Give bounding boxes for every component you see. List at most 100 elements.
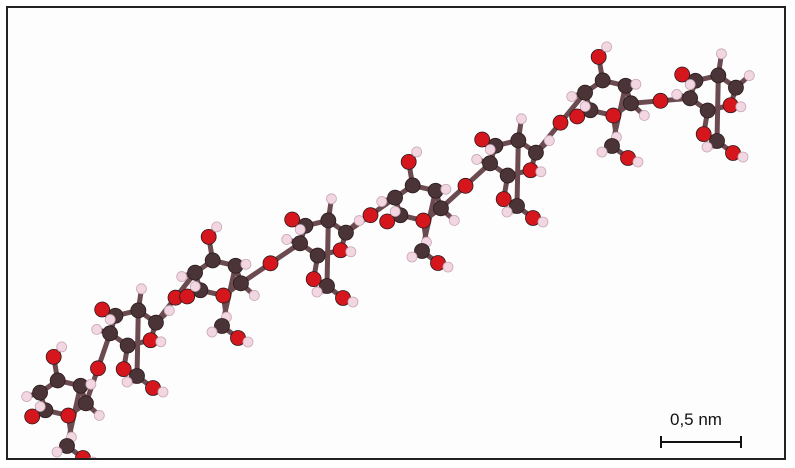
carbon-atom — [320, 212, 337, 229]
carbon-atom — [594, 72, 611, 89]
oxygen-atom — [75, 450, 91, 458]
hydrogen-atom — [448, 215, 460, 226]
carbon-atom — [509, 198, 525, 214]
carbon-atom — [148, 314, 164, 331]
carbon-atom — [233, 275, 249, 292]
bond — [324, 217, 331, 289]
carbon-atom — [510, 132, 527, 149]
hydrogen-atom — [311, 286, 323, 298]
hydrogen-atom — [51, 446, 63, 458]
carbon-atom — [204, 252, 221, 269]
oxygen-atom — [60, 407, 77, 424]
bond — [134, 307, 141, 379]
scale-bar — [660, 436, 742, 448]
figure-frame: 0,5 nm — [6, 6, 786, 460]
hydrogen-atom — [93, 410, 105, 421]
hydrogen-atom — [701, 141, 713, 153]
hydrogen-atom — [406, 251, 418, 263]
hydrogen-atom — [104, 314, 116, 325]
hydrogen-atom — [471, 154, 483, 165]
hydrogen-atom — [121, 376, 133, 388]
hydrogen-atom — [248, 290, 260, 301]
hydrogen-atom — [281, 234, 293, 245]
hydrogen-atom — [601, 41, 613, 53]
hydrogen-atom — [189, 281, 201, 292]
carbon-atom — [319, 278, 335, 294]
carbon-atom — [129, 368, 145, 384]
hydrogen-atom — [347, 296, 359, 308]
carbon-atom — [292, 235, 308, 252]
carbon-atom — [49, 372, 66, 389]
carbon-atom — [414, 243, 430, 259]
oxygen-atom — [115, 361, 132, 378]
carbon-atom — [32, 384, 48, 401]
hydrogen-atom — [411, 146, 423, 158]
hydrogen-atom — [566, 91, 578, 102]
oxygen-atom — [590, 48, 607, 65]
bond — [714, 72, 721, 144]
hydrogen-atom — [34, 401, 46, 412]
carbon-atom — [338, 224, 354, 241]
carbon-atom — [710, 67, 727, 84]
hydrogen-atom — [535, 166, 547, 178]
oxygen-atom — [24, 408, 41, 425]
hydrogen-atom — [157, 386, 169, 398]
oxygen-atom — [45, 348, 62, 365]
hydrogen-atom — [206, 326, 218, 338]
oxygen-atom — [200, 228, 217, 245]
hydrogen-atom — [684, 79, 696, 90]
hydrogen-atom — [440, 183, 452, 195]
carbon-atom — [682, 90, 698, 107]
carbon-atom — [387, 189, 403, 206]
hydrogen-atom — [353, 215, 365, 226]
carbon-atom — [404, 177, 421, 194]
hydrogen-atom — [579, 101, 591, 112]
oxygen-atom — [552, 114, 569, 131]
hydrogen-atom — [543, 135, 555, 146]
hydrogen-atom — [630, 78, 642, 90]
carbon-atom — [102, 325, 118, 342]
atom-layer — [21, 41, 755, 458]
hydrogen-atom — [484, 144, 496, 155]
carbon-atom — [709, 133, 725, 149]
oxygen-atom — [415, 212, 432, 229]
carbon-atom — [499, 167, 516, 184]
scale-bar-label: 0,5 nm — [670, 410, 722, 429]
hydrogen-atom — [89, 456, 97, 458]
oxygen-atom — [674, 66, 691, 83]
carbon-atom — [187, 264, 203, 281]
hydrogen-atom — [537, 216, 549, 228]
hydrogen-atom — [21, 391, 33, 402]
oxygen-atom — [474, 131, 491, 148]
carbon-atom — [214, 318, 230, 334]
carbon-atom — [728, 79, 744, 96]
carbon-atom — [699, 102, 716, 119]
oxygen-atom — [605, 107, 622, 124]
carbon-atom — [309, 247, 326, 264]
hydrogen-atom — [632, 156, 644, 168]
oxygen-atom — [262, 255, 279, 272]
carbon-atom — [78, 395, 94, 412]
hydrogen-atom — [56, 341, 68, 353]
oxygen-atom — [284, 211, 301, 228]
hydrogen-atom — [155, 336, 167, 348]
oxygen-atom — [379, 213, 396, 230]
hydrogen-atom — [136, 283, 147, 295]
hydrogen-atom — [242, 336, 254, 348]
oxygen-atom — [94, 301, 111, 318]
hydrogen-atom — [376, 196, 388, 207]
oxygen-atom — [90, 360, 106, 377]
oxygen-atom — [400, 153, 417, 170]
carbon-atom — [623, 95, 639, 112]
bond-layer — [24, 44, 752, 458]
hydrogen-atom — [240, 258, 252, 270]
oxygen-atom — [362, 207, 379, 224]
hydrogen-atom — [211, 221, 223, 233]
carbon-atom — [577, 84, 593, 101]
hydrogen-atom — [294, 224, 306, 235]
oxygen-atom — [215, 287, 232, 304]
hydrogen-atom — [345, 246, 357, 258]
cellulose-chain-molecule — [21, 41, 755, 458]
carbon-atom — [59, 438, 75, 454]
carbon-atom — [604, 138, 620, 154]
